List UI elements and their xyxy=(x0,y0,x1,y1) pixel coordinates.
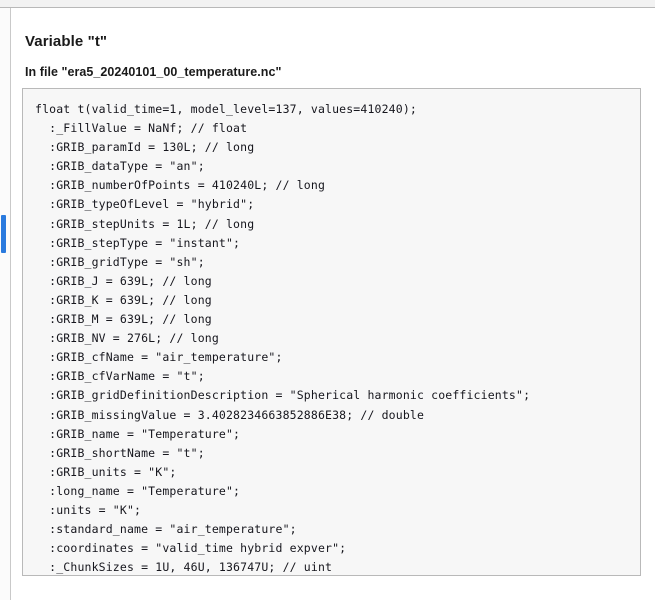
code-line: :GRIB_gridDefinitionDescription = "Spher… xyxy=(35,388,531,403)
cdl-code-text: float t(valid_time=1, model_level=137, v… xyxy=(23,89,640,575)
variable-metadata-code-block: float t(valid_time=1, model_level=137, v… xyxy=(22,88,641,576)
code-line: :_FillValue = NaNf; // float xyxy=(35,121,248,136)
code-line: :coordinates = "valid_time hybrid expver… xyxy=(35,541,347,556)
scrollbar-thumb[interactable] xyxy=(1,215,6,253)
code-line: :GRIB_M = 639L; // long xyxy=(35,312,212,327)
code-line: :units = "K"; xyxy=(35,502,142,517)
code-line: :GRIB_cfVarName = "t"; xyxy=(35,369,205,384)
code-line: :GRIB_name = "Temperature"; xyxy=(35,426,241,441)
code-line: :GRIB_numberOfPoints = 410240L; // long xyxy=(35,178,326,193)
code-line: :long_name = "Temperature"; xyxy=(35,483,241,498)
code-line: :GRIB_shortName = "t"; xyxy=(35,445,205,460)
code-line: :GRIB_typeOfLevel = "hybrid"; xyxy=(35,197,255,212)
code-line: :GRIB_missingValue = 3.4028234663852886E… xyxy=(35,407,425,422)
vertical-scrollbar[interactable] xyxy=(0,8,9,600)
code-line: :GRIB_NV = 276L; // long xyxy=(35,331,219,346)
code-line: :GRIB_gridType = "sh"; xyxy=(35,254,205,269)
code-line: :GRIB_K = 639L; // long xyxy=(35,292,212,307)
code-line: :_ChunkSizes = 1U, 46U, 136747U; // uint xyxy=(35,560,333,575)
window-top-divider xyxy=(0,7,655,8)
file-subtitle: In file "era5_20240101_00_temperature.nc… xyxy=(25,65,282,79)
code-line: :GRIB_stepUnits = 1L; // long xyxy=(35,216,255,231)
code-line: :GRIB_cfName = "air_temperature"; xyxy=(35,350,283,365)
window-top-strip xyxy=(0,0,655,7)
code-line: float t(valid_time=1, model_level=137, v… xyxy=(35,102,417,116)
code-line: :GRIB_J = 639L; // long xyxy=(35,273,212,288)
code-line: :GRIB_stepType = "instant"; xyxy=(35,235,241,250)
code-line: :standard_name = "air_temperature"; xyxy=(35,522,297,537)
left-gutter xyxy=(0,8,11,600)
code-line: :GRIB_paramId = 130L; // long xyxy=(35,140,255,155)
page-title: Variable "t" xyxy=(25,33,108,50)
code-line: :GRIB_units = "K"; xyxy=(35,464,177,479)
code-line: :GRIB_dataType = "an"; xyxy=(35,159,205,174)
page-content: Variable "t" In file "era5_20240101_00_t… xyxy=(12,8,655,600)
